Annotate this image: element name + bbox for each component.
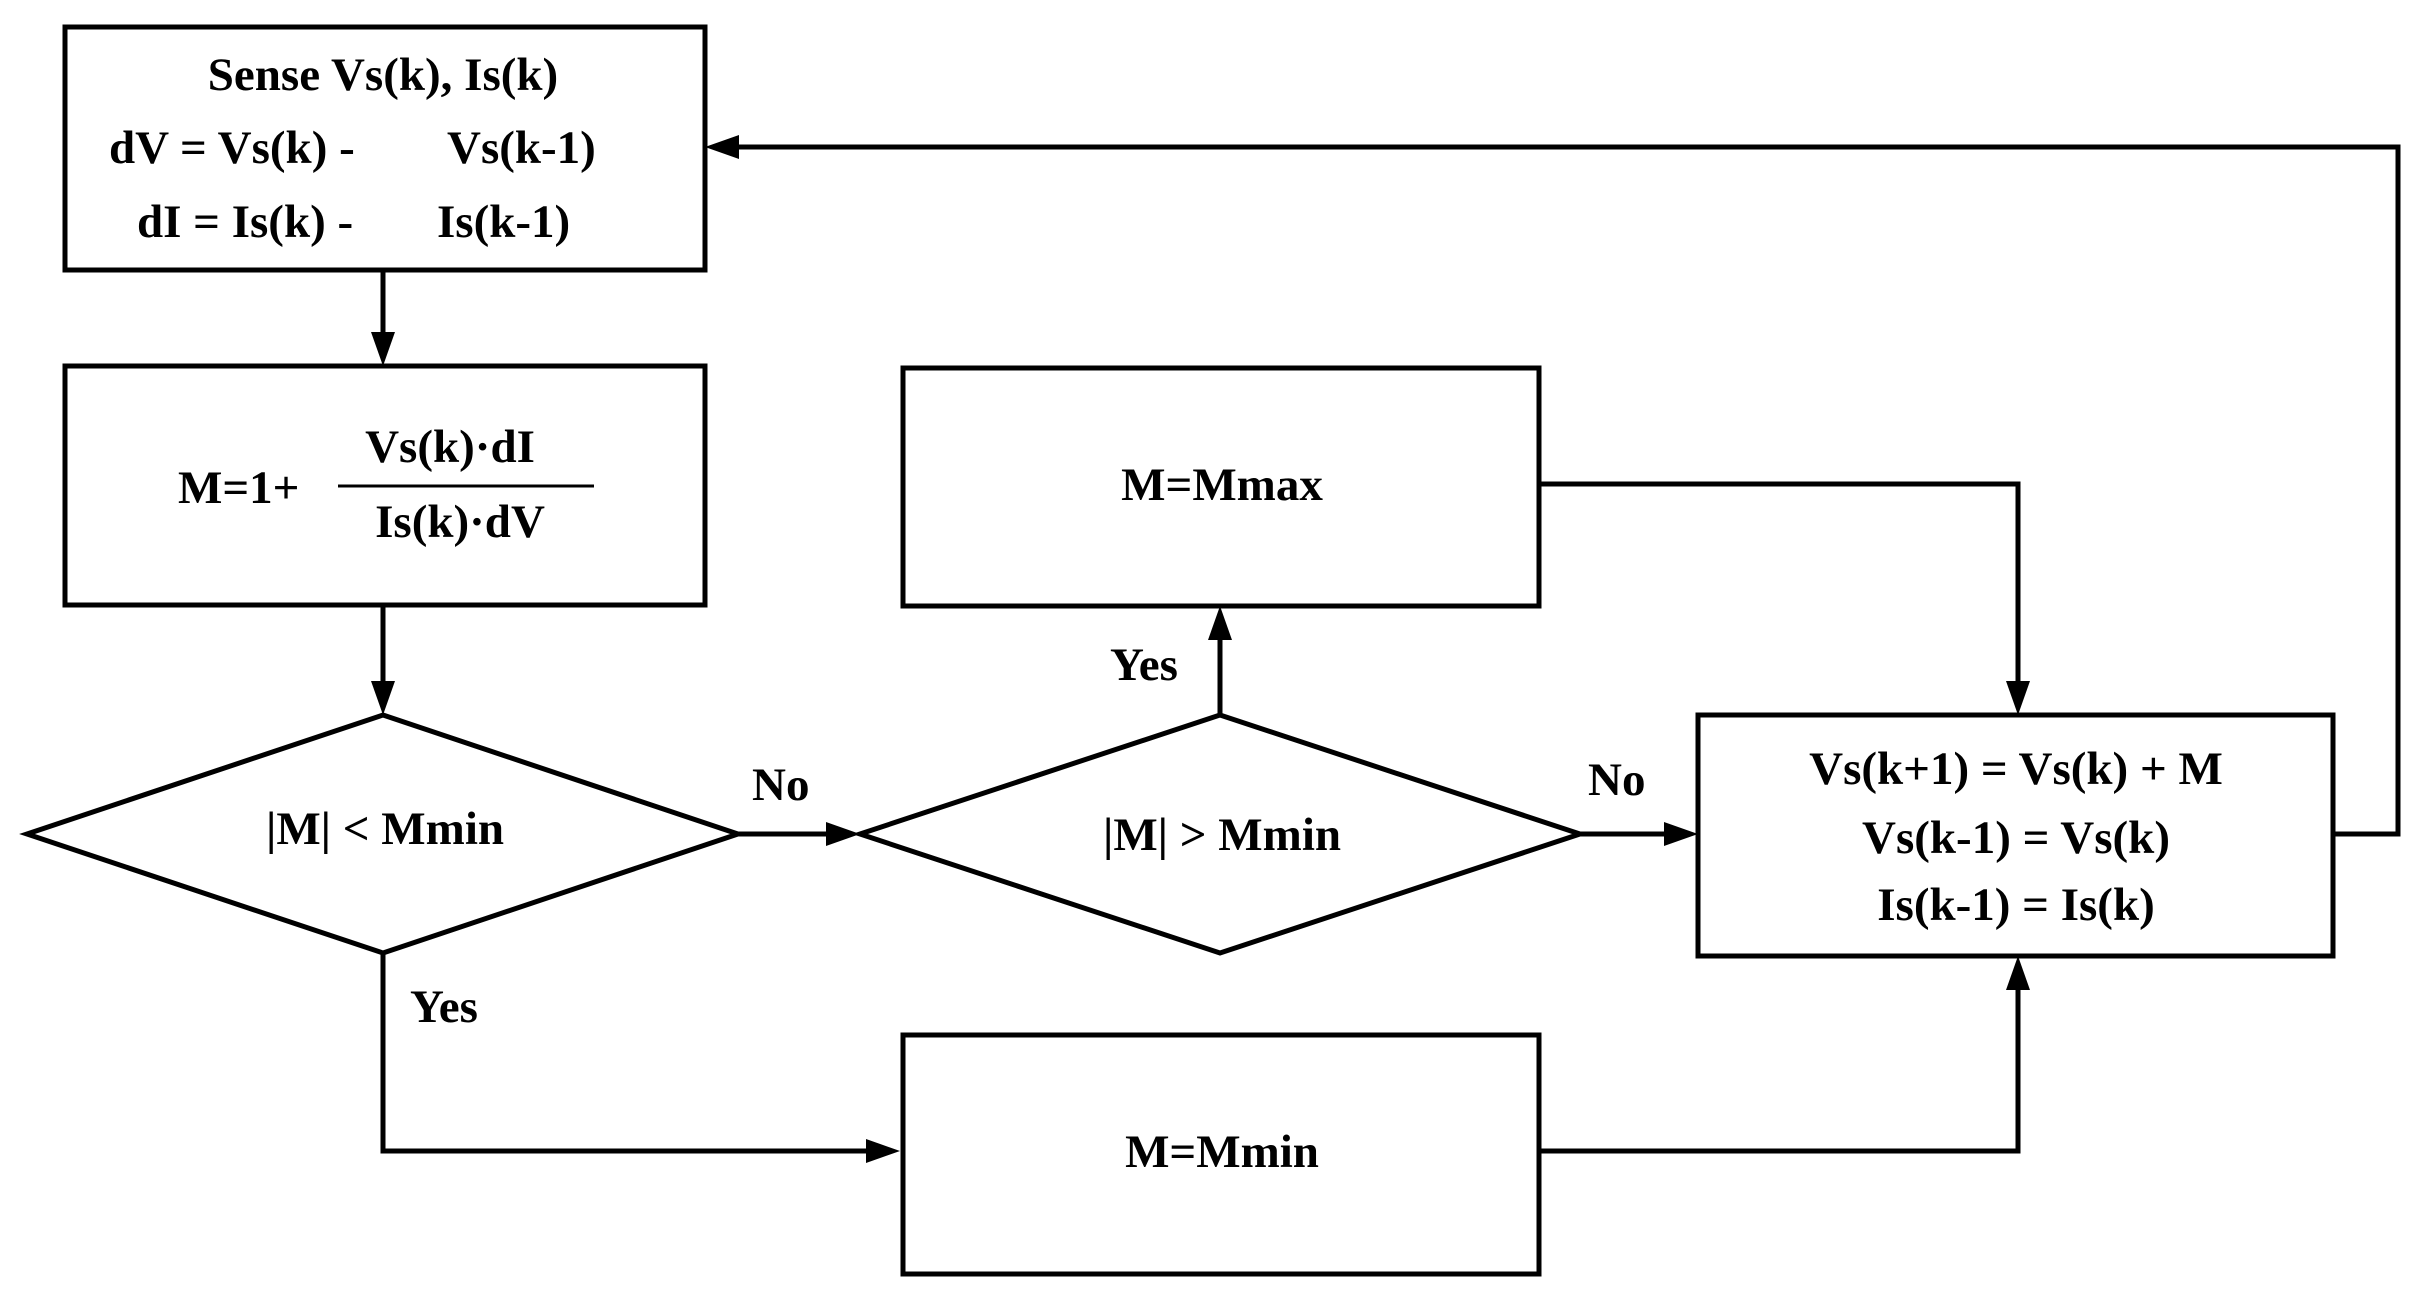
decision-max-text: |M| > Mmin (1103, 809, 1341, 861)
update-line-3: Is(k-1) = Is(k) (1877, 879, 2154, 931)
edge-labels: No Yes Yes No (410, 639, 1645, 1033)
edge-set-min-to-update (1539, 980, 2021, 1154)
set-min-box: M=Mmin (900, 1032, 1542, 1277)
compute-prefix: M=1+ (178, 462, 299, 514)
sense-line-1: Sense Vs(k), Is(k) (208, 49, 558, 101)
arrowhead-set-min (866, 1139, 900, 1163)
decision-max-diamond: |M| > Mmin (852, 712, 1588, 956)
update-line-1: Vs(k+1) = Vs(k) + M (1809, 743, 2223, 795)
arrowhead-set-max (1208, 606, 1232, 640)
set-max-box: M=Mmax (900, 365, 1542, 609)
decision-min-text: |M| < Mmin (266, 803, 504, 855)
arrowhead-decision-max (826, 822, 860, 846)
label-max-yes: Yes (1110, 639, 1178, 691)
edge-update-to-sense (730, 144, 2401, 837)
sense-box: Sense Vs(k), Is(k) dV = Vs(k) - Vs(k-1) … (62, 24, 708, 273)
compute-denominator: Is(k)·dV (375, 496, 545, 548)
sense-line-2b: Vs(k-1) (447, 122, 596, 174)
sense-line-3b: Is(k-1) (437, 196, 570, 248)
arrowhead-decision-min (371, 681, 395, 715)
arrowhead-sense (705, 135, 739, 159)
update-box: Vs(k+1) = Vs(k) + M Vs(k-1) = Vs(k) Is(k… (1695, 712, 2336, 959)
arrowhead-compute (371, 332, 395, 366)
set-min-text: M=Mmin (1125, 1126, 1319, 1178)
edge-set-max-to-update (1539, 481, 2021, 690)
label-min-no: No (752, 759, 809, 811)
label-min-yes: Yes (410, 981, 478, 1033)
label-max-no: No (1588, 754, 1645, 806)
update-line-2: Vs(k-1) = Vs(k) (1862, 812, 2170, 864)
arrowhead-update-left (1664, 822, 1698, 846)
set-max-text: M=Mmax (1121, 459, 1323, 511)
arrowhead-update-top (2006, 681, 2030, 715)
compute-box: M=1+ Vs(k)·dI Is(k)·dV (62, 363, 708, 608)
edge-min-yes (380, 953, 875, 1154)
sense-line-3a: dI = Is(k) - (137, 196, 353, 248)
sense-line-2a: dV = Vs(k) - (109, 122, 355, 174)
arrowhead-update-bottom (2006, 956, 2030, 990)
connectors (371, 135, 2401, 1163)
compute-numerator: Vs(k)·dI (365, 421, 535, 473)
decision-min-diamond: |M| < Mmin (19, 712, 746, 956)
